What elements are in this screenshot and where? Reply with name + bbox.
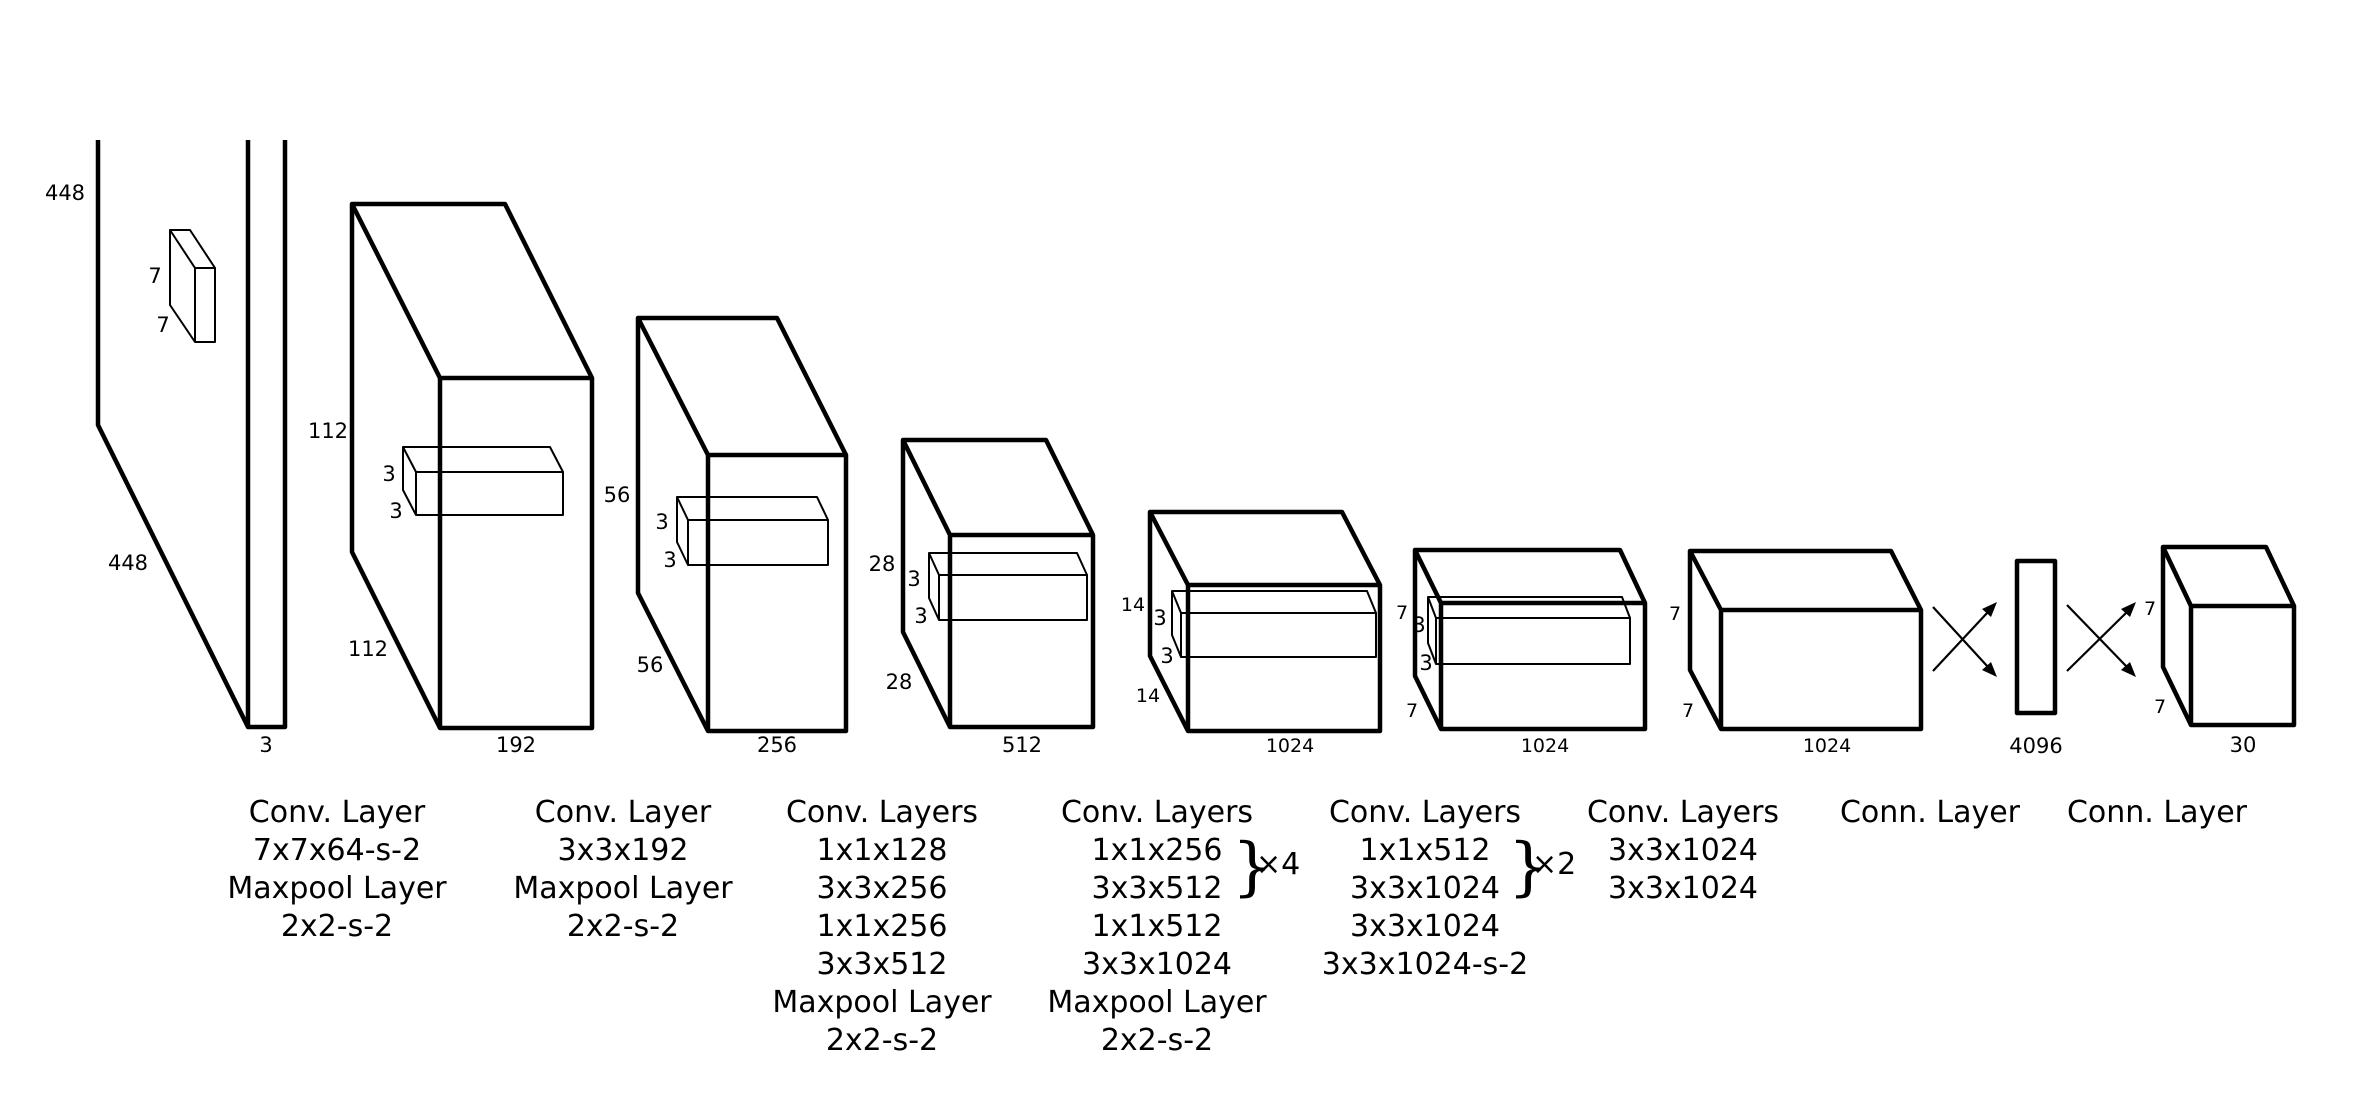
caption-block-8: Conn. Layer (2067, 795, 2248, 830)
kernel-dim-label: 3 (663, 548, 676, 572)
caption-line: Maxpool Layer (1047, 985, 1267, 1020)
dim-label: 1024 (1521, 735, 1569, 757)
caption-line: 2x2-s-2 (1101, 1023, 1213, 1058)
caption-line: Conv. Layers (786, 795, 978, 830)
dim-label: 448 (45, 181, 85, 205)
caption-line: 3x3x1024-s-2 (1322, 947, 1528, 982)
dim-label: 28 (886, 670, 913, 694)
caption-block-5: Conv. Layers 1x1x512 3x3x1024 3x3x1024 3… (1322, 795, 1576, 982)
repeat-brace: } (1508, 830, 1549, 904)
caption-line: 1x1x256 (1092, 833, 1223, 868)
caption-line: Maxpool Layer (772, 985, 992, 1020)
feature-volume-1 (349, 201, 595, 731)
caption-line: 3x3x256 (817, 871, 948, 906)
kernel-dim-label: 3 (1412, 613, 1425, 637)
dim-label: 4096 (2009, 734, 2062, 758)
kernel-4 (1171, 590, 1377, 658)
dim-label: 512 (1002, 733, 1042, 757)
dim-label: 3 (259, 733, 272, 757)
caption-line: 2x2-s-2 (281, 909, 393, 944)
caption-line: 3x3x1024 (1082, 947, 1232, 982)
kernel-dim-label: 3 (907, 567, 920, 591)
caption-line: 1x1x128 (817, 833, 948, 868)
caption-line: Maxpool Layer (513, 871, 733, 906)
dim-label: 1024 (1266, 735, 1314, 757)
caption-line: Conv. Layers (1587, 795, 1779, 830)
dim-label: 7 (2144, 598, 2156, 620)
caption-block-2: Conv. Layer 3x3x192 Maxpool Layer 2x2-s-… (513, 795, 733, 944)
caption-line: 1x1x256 (817, 909, 948, 944)
feature-volume-3 (900, 437, 1096, 730)
dim-label: 1024 (1803, 735, 1851, 757)
caption-block-3: Conv. Layers 1x1x128 3x3x256 1x1x256 3x3… (772, 795, 992, 1058)
input-volume (95, 140, 288, 730)
kernel-dim-label: 7 (148, 264, 161, 288)
caption-line: Maxpool Layer (227, 871, 447, 906)
dim-label: 256 (757, 733, 797, 757)
caption-block-4: Conv. Layers 1x1x256 3x3x512 1x1x512 3x3… (1047, 795, 1300, 1058)
kernel-dim-label: 3 (655, 510, 668, 534)
caption-line: Conn. Layer (2067, 795, 2248, 830)
fc-layer-4096 (2014, 558, 2058, 716)
dim-label: 112 (308, 419, 348, 443)
dim-label: 7 (2154, 696, 2166, 718)
kernel-dim-label: 3 (914, 604, 927, 628)
dim-label: 30 (2230, 733, 2257, 757)
dim-label: 56 (637, 653, 664, 677)
caption-line: 2x2-s-2 (567, 909, 679, 944)
feature-volume-5 (1412, 547, 1648, 732)
kernel-5 (1427, 596, 1631, 665)
dim-label: 448 (108, 551, 148, 575)
connection-arrows-2 (2066, 602, 2136, 677)
kernel-dim-label: 7 (156, 313, 169, 337)
dim-label: 28 (869, 552, 896, 576)
caption-line: Conv. Layers (1329, 795, 1521, 830)
caption-line: 3x3x1024 (1350, 909, 1500, 944)
caption-line: Conn. Layer (1840, 795, 2021, 830)
dim-label: 14 (1136, 685, 1160, 707)
caption-line: 2x2-s-2 (826, 1023, 938, 1058)
repeat-count: ×2 (1532, 847, 1576, 882)
dim-label: 7 (1406, 700, 1418, 722)
kernel-dim-label: 3 (1160, 644, 1173, 668)
input-kernel (169, 229, 216, 343)
dim-label: 192 (496, 733, 536, 757)
kernel-dim-label: 3 (382, 462, 395, 486)
caption-line: 3x3x192 (558, 833, 689, 868)
caption-line: 1x1x512 (1092, 909, 1223, 944)
dim-label: 7 (1682, 700, 1694, 722)
dim-label: 14 (1121, 594, 1145, 616)
caption-block-1: Conv. Layer 7x7x64-s-2 Maxpool Layer 2x2… (227, 795, 447, 944)
kernel-2 (676, 496, 829, 566)
caption-line: Conv. Layer (249, 795, 426, 830)
caption-line: Conv. Layers (1061, 795, 1253, 830)
kernel-dim-label: 3 (389, 499, 402, 523)
feature-volume-4 (1147, 509, 1383, 734)
caption-line: 7x7x64-s-2 (253, 833, 421, 868)
kernel-dim-label: 3 (1153, 606, 1166, 630)
caption-line: 3x3x1024 (1350, 871, 1500, 906)
caption-line: Conv. Layer (535, 795, 712, 830)
caption-line: 3x3x1024 (1608, 871, 1758, 906)
connection-arrows-1 (1932, 602, 1997, 677)
dim-label: 56 (604, 483, 631, 507)
caption-block-7: Conn. Layer (1840, 795, 2021, 830)
output-volume (2160, 544, 2297, 728)
feature-volume-2 (635, 315, 849, 734)
caption-line: 1x1x512 (1360, 833, 1491, 868)
feature-volume-6 (1687, 548, 1924, 732)
kernel-dim-label: 3 (1419, 651, 1432, 675)
caption-line: 3x3x512 (817, 947, 948, 982)
caption-line: 3x3x512 (1092, 871, 1223, 906)
caption-line: 3x3x1024 (1608, 833, 1758, 868)
repeat-brace: } (1232, 830, 1273, 904)
dim-label: 7 (1396, 602, 1408, 624)
dim-label: 112 (348, 637, 388, 661)
kernel-1 (402, 446, 564, 516)
dim-label: 7 (1669, 603, 1681, 625)
kernel-3 (928, 552, 1088, 621)
repeat-count: ×4 (1256, 847, 1300, 882)
caption-block-6: Conv. Layers 3x3x1024 3x3x1024 (1587, 795, 1779, 906)
